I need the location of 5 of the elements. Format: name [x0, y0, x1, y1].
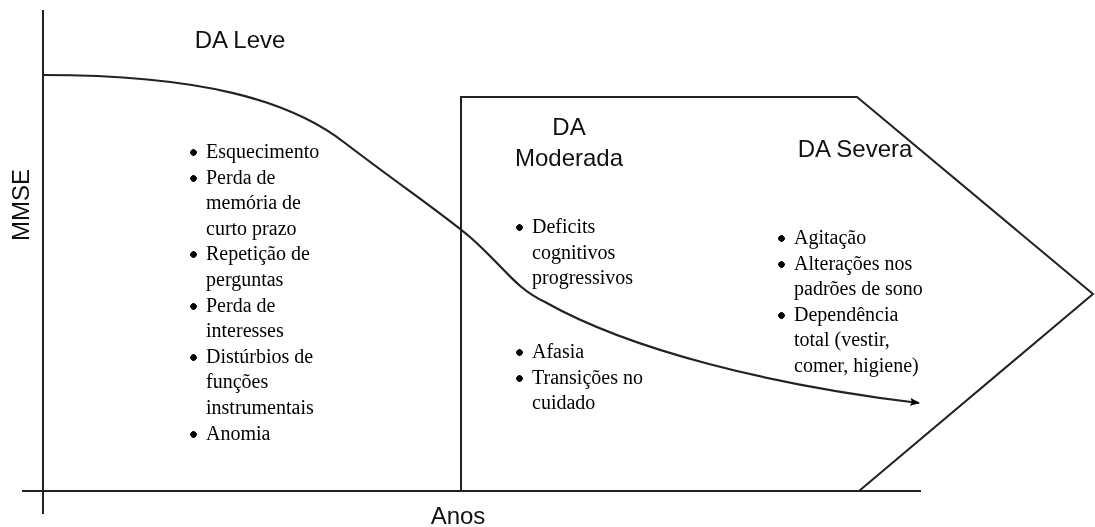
stage-heading: DA Leve — [193, 25, 287, 55]
x-axis-label: Anos — [430, 504, 486, 527]
stage-heading: DA Moderada — [513, 112, 625, 173]
stage-heading: DA Severa — [796, 134, 914, 164]
y-axis-label: MMSE — [9, 169, 33, 241]
